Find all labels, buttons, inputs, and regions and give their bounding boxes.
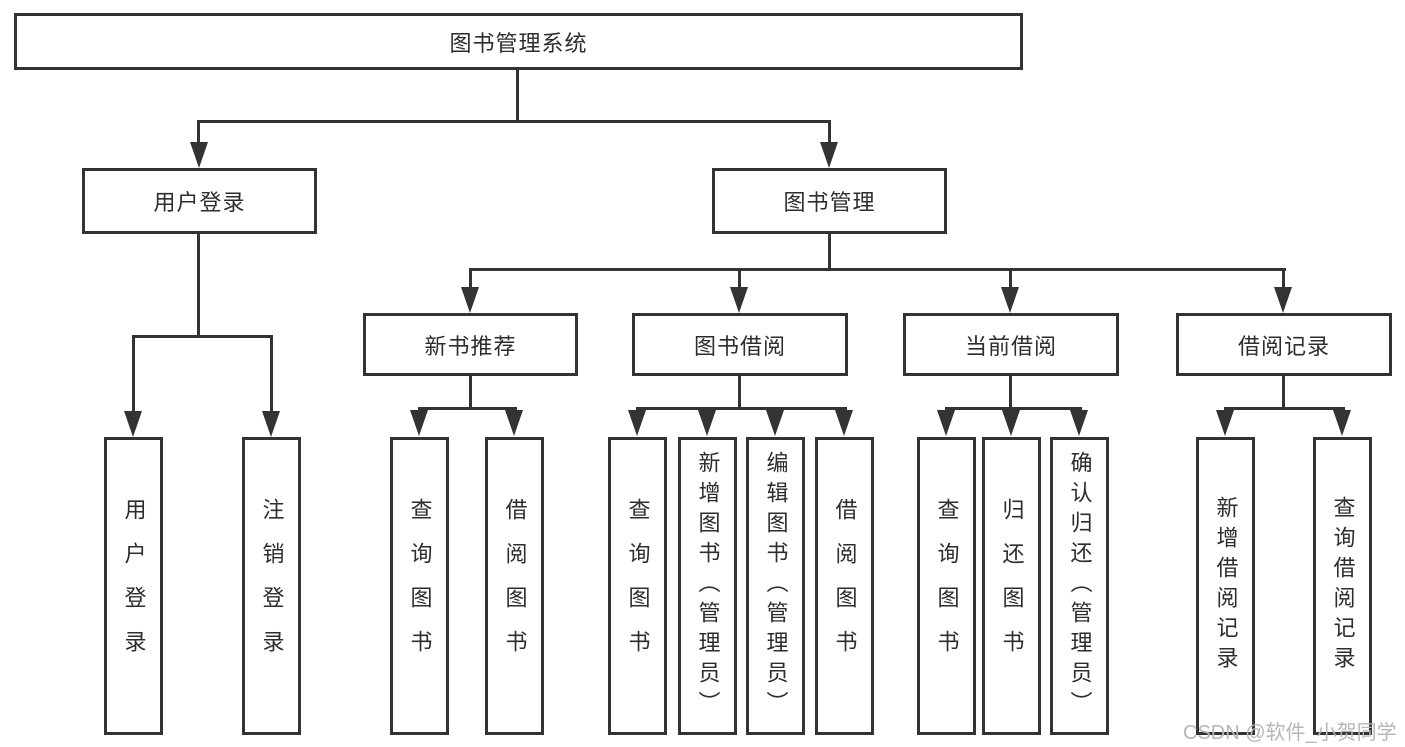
connector-line [828,120,831,144]
node-book-management: 图书管理 [712,168,947,234]
leaf-borrow-books-recommend: 借阅图书 [485,437,544,735]
leaf-borrow-books-borrowing: 借阅图书 [815,437,874,735]
arrow-down-icon [730,287,748,313]
arrow-down-icon [766,410,784,436]
leaf-label: 查询借阅记录 [1330,496,1356,676]
arrow-down-icon [1216,410,1234,436]
connector-line [945,407,1082,410]
leaf-label: 编辑图书（管理员） [763,451,789,721]
leaf-query-borrow-record: 查询借阅记录 [1313,437,1372,735]
connector-line [1009,376,1012,410]
arrow-down-icon [1274,287,1292,313]
arrow-down-icon [1001,287,1019,313]
node-label: 新书推荐 [424,333,517,359]
leaf-label: 借阅图书 [502,498,528,674]
leaf-label: 查询图书 [625,498,651,674]
leaf-logout: 注销登录 [242,437,301,735]
leaf-add-borrow-record: 新增借阅记录 [1196,437,1255,735]
connector-line [418,407,517,410]
leaf-label: 新增图书（管理员） [695,451,721,721]
connector-line [1224,407,1345,410]
connector-line [469,376,472,410]
leaf-query-books-current: 查询图书 [917,437,976,735]
connector-line [516,69,519,121]
node-user-login: 用户登录 [82,168,317,234]
connector-line [469,268,472,290]
leaf-label: 新增借阅记录 [1213,496,1239,676]
leaf-user-login: 用户登录 [104,437,163,735]
arrow-down-icon [461,287,479,313]
connector-line [1282,268,1285,290]
arrow-down-icon [1002,410,1020,436]
arrow-down-icon [820,142,838,168]
node-label: 图书管理系统 [449,30,588,56]
arrow-down-icon [410,410,428,436]
connector-line [469,268,1286,271]
node-label: 图书管理 [783,190,876,215]
connector-line [132,335,135,413]
node-borrowing-records: 借阅记录 [1176,313,1392,376]
node-label: 借阅记录 [1237,333,1330,359]
leaf-label: 确认归还（管理员） [1067,451,1093,721]
leaf-label: 查询图书 [407,498,433,674]
node-book-borrowing: 图书借阅 [632,313,848,376]
connector-line [1009,268,1012,290]
connector-line [197,120,200,144]
arrow-down-icon [937,410,955,436]
connector-line [1282,376,1285,410]
connector-line [132,335,273,338]
leaf-label: 用户登录 [121,498,147,674]
leaf-label: 归还图书 [999,498,1025,674]
leaf-query-books-recommend: 查询图书 [390,437,449,735]
leaf-label: 借阅图书 [832,498,858,674]
leaf-confirm-return-admin: 确认归还（管理员） [1050,437,1109,735]
arrow-down-icon [628,410,646,436]
leaf-label: 注销登录 [259,498,285,674]
arrow-down-icon [1333,410,1351,436]
node-label: 用户登录 [153,190,246,215]
arrow-down-icon [505,410,523,436]
leaf-label: 查询图书 [934,498,960,674]
leaf-add-books-admin: 新增图书（管理员） [678,437,737,735]
connector-line [197,234,200,337]
node-label: 图书借阅 [693,333,786,359]
connector-line [828,234,831,270]
node-current-borrowing: 当前借阅 [903,313,1119,376]
leaf-return-books: 归还图书 [982,437,1041,735]
connector-line [738,268,741,290]
node-library-management-system: 图书管理系统 [14,13,1023,70]
arrow-down-icon [262,411,280,437]
arrow-down-icon [190,142,208,168]
connector-line [197,120,831,123]
connector-line [270,335,273,413]
connector-line [636,407,847,410]
leaf-edit-books-admin: 编辑图书（管理员） [746,437,805,735]
csdn-watermark: CSDN @软件_小贺同学 [1183,722,1397,744]
arrow-down-icon [698,410,716,436]
arrow-down-icon [124,411,142,437]
node-new-book-recommendation: 新书推荐 [363,313,578,376]
connector-line [738,376,741,410]
node-label: 当前借阅 [964,333,1057,359]
arrow-down-icon [1070,410,1088,436]
arrow-down-icon [835,410,853,436]
leaf-query-books-borrowing: 查询图书 [608,437,667,735]
